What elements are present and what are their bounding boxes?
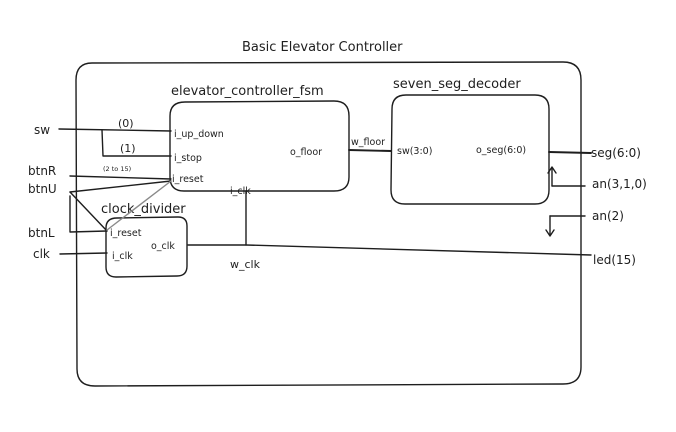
divider-block-name: clock_divider bbox=[101, 202, 186, 217]
w-floor-label: w_floor bbox=[351, 137, 385, 148]
seg-output-wire bbox=[548, 151, 592, 154]
sw-bus-wire bbox=[58, 128, 172, 132]
fsm-block-name: elevator_controller_fsm bbox=[171, 84, 324, 99]
w-clk-label: w_clk bbox=[230, 258, 261, 271]
output-label-an-on: an(3,1,0) bbox=[592, 177, 647, 191]
an-on-arrow bbox=[547, 166, 557, 187]
input-label-btnl: btnL bbox=[28, 226, 55, 240]
decoder-port-o-seg: o_seg(6:0) bbox=[476, 145, 526, 156]
sw1-bit-label: (1) bbox=[120, 142, 136, 155]
fsm-port-i-reset: i_reset bbox=[172, 174, 204, 185]
clk-to-divider-wire bbox=[59, 252, 108, 255]
btnr-to-reset-wire bbox=[69, 175, 172, 180]
input-label-btnu: btnU bbox=[28, 182, 57, 196]
an-off-arrow bbox=[545, 215, 555, 237]
fsm-port-i-stop: i_stop bbox=[174, 153, 202, 164]
fsm-port-i-up-down: i_up_down bbox=[174, 129, 224, 140]
divider-port-i-reset: i_reset bbox=[110, 228, 142, 239]
w-clk-wire bbox=[187, 244, 592, 256]
divider-reset-tap-wire bbox=[106, 180, 172, 231]
input-label-btnr: btnR bbox=[28, 164, 56, 178]
fsm-port-i-clk: i_clk bbox=[230, 186, 251, 197]
output-label-an-off: an(2) bbox=[592, 209, 624, 223]
top-level-container bbox=[75, 61, 582, 387]
divider-port-o-clk: o_clk bbox=[151, 241, 175, 252]
decoder-block-name: seven_seg_decoder bbox=[393, 77, 521, 92]
decoder-block bbox=[390, 94, 550, 205]
btnu-to-reset-wire bbox=[69, 180, 172, 193]
fsm-block bbox=[169, 100, 350, 192]
input-label-sw: sw bbox=[34, 123, 50, 137]
sw-unused-range-label: (2 to 15) bbox=[103, 165, 131, 173]
w-floor-wire bbox=[348, 149, 392, 152]
decoder-port-sw: sw(3:0) bbox=[397, 146, 432, 157]
reset-junction-wire bbox=[69, 191, 108, 232]
sw1-branch-wire bbox=[101, 129, 172, 157]
fsm-port-o-floor: o_floor bbox=[290, 147, 322, 158]
output-label-seg: seg(6:0) bbox=[591, 146, 641, 160]
output-label-led: led(15) bbox=[593, 253, 636, 267]
diagram-title: Basic Elevator Controller bbox=[242, 40, 403, 55]
btnl-to-divider-reset-wire bbox=[69, 195, 108, 233]
divider-port-i-clk: i_clk bbox=[112, 251, 133, 262]
input-label-clk: clk bbox=[33, 247, 50, 261]
divider-block bbox=[105, 216, 188, 278]
sw0-bit-label: (0) bbox=[118, 117, 134, 130]
